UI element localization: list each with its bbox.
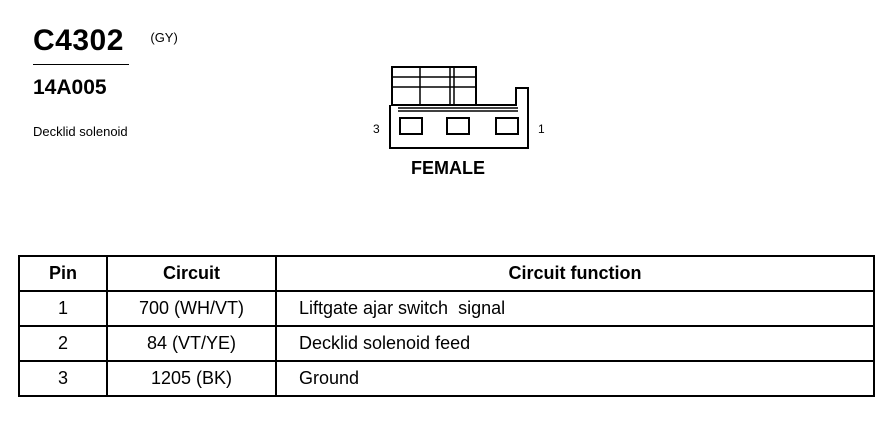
circuit-cell: 1205 (BK) [106,360,277,397]
circuit-cell: 700 (WH/VT) [106,290,277,327]
pin-cell: 3 [18,360,108,397]
header-circuit-function: Circuit function [275,255,875,292]
pin-cavity-2 [446,117,470,135]
connector-color-code: (GY) [150,30,178,45]
table-row: 2 84 (VT/YE) Decklid solenoid feed [18,325,875,362]
connector-face-diagram [389,66,529,149]
pin-cavity-3 [399,117,423,135]
part-number: 14A005 [33,76,107,99]
header-pin: Pin [18,255,108,292]
circuit-cell: 84 (VT/YE) [106,325,277,362]
pin-cell: 2 [18,325,108,362]
header-divider [33,64,129,65]
pinout-table: Pin Circuit Circuit function 1 700 (WH/V… [18,255,875,397]
function-cell: Decklid solenoid feed [275,325,875,362]
pin-cell: 1 [18,290,108,327]
pin-cavity-1 [495,117,519,135]
connector-description: Decklid solenoid [33,124,128,139]
table-row: 1 700 (WH/VT) Liftgate ajar switch signa… [18,290,875,327]
connector-gender: FEMALE [411,158,485,178]
header-circuit: Circuit [106,255,277,292]
pin-label-left: 3 [373,122,380,136]
function-cell: Ground [275,360,875,397]
table-row: 3 1205 (BK) Ground [18,360,875,397]
function-cell: Liftgate ajar switch signal [275,290,875,327]
table-header-row: Pin Circuit Circuit function [18,255,875,292]
pin-label-right: 1 [538,122,545,136]
connector-id: C4302 [33,24,124,57]
connector-header: C4302 (GY) [33,24,178,58]
